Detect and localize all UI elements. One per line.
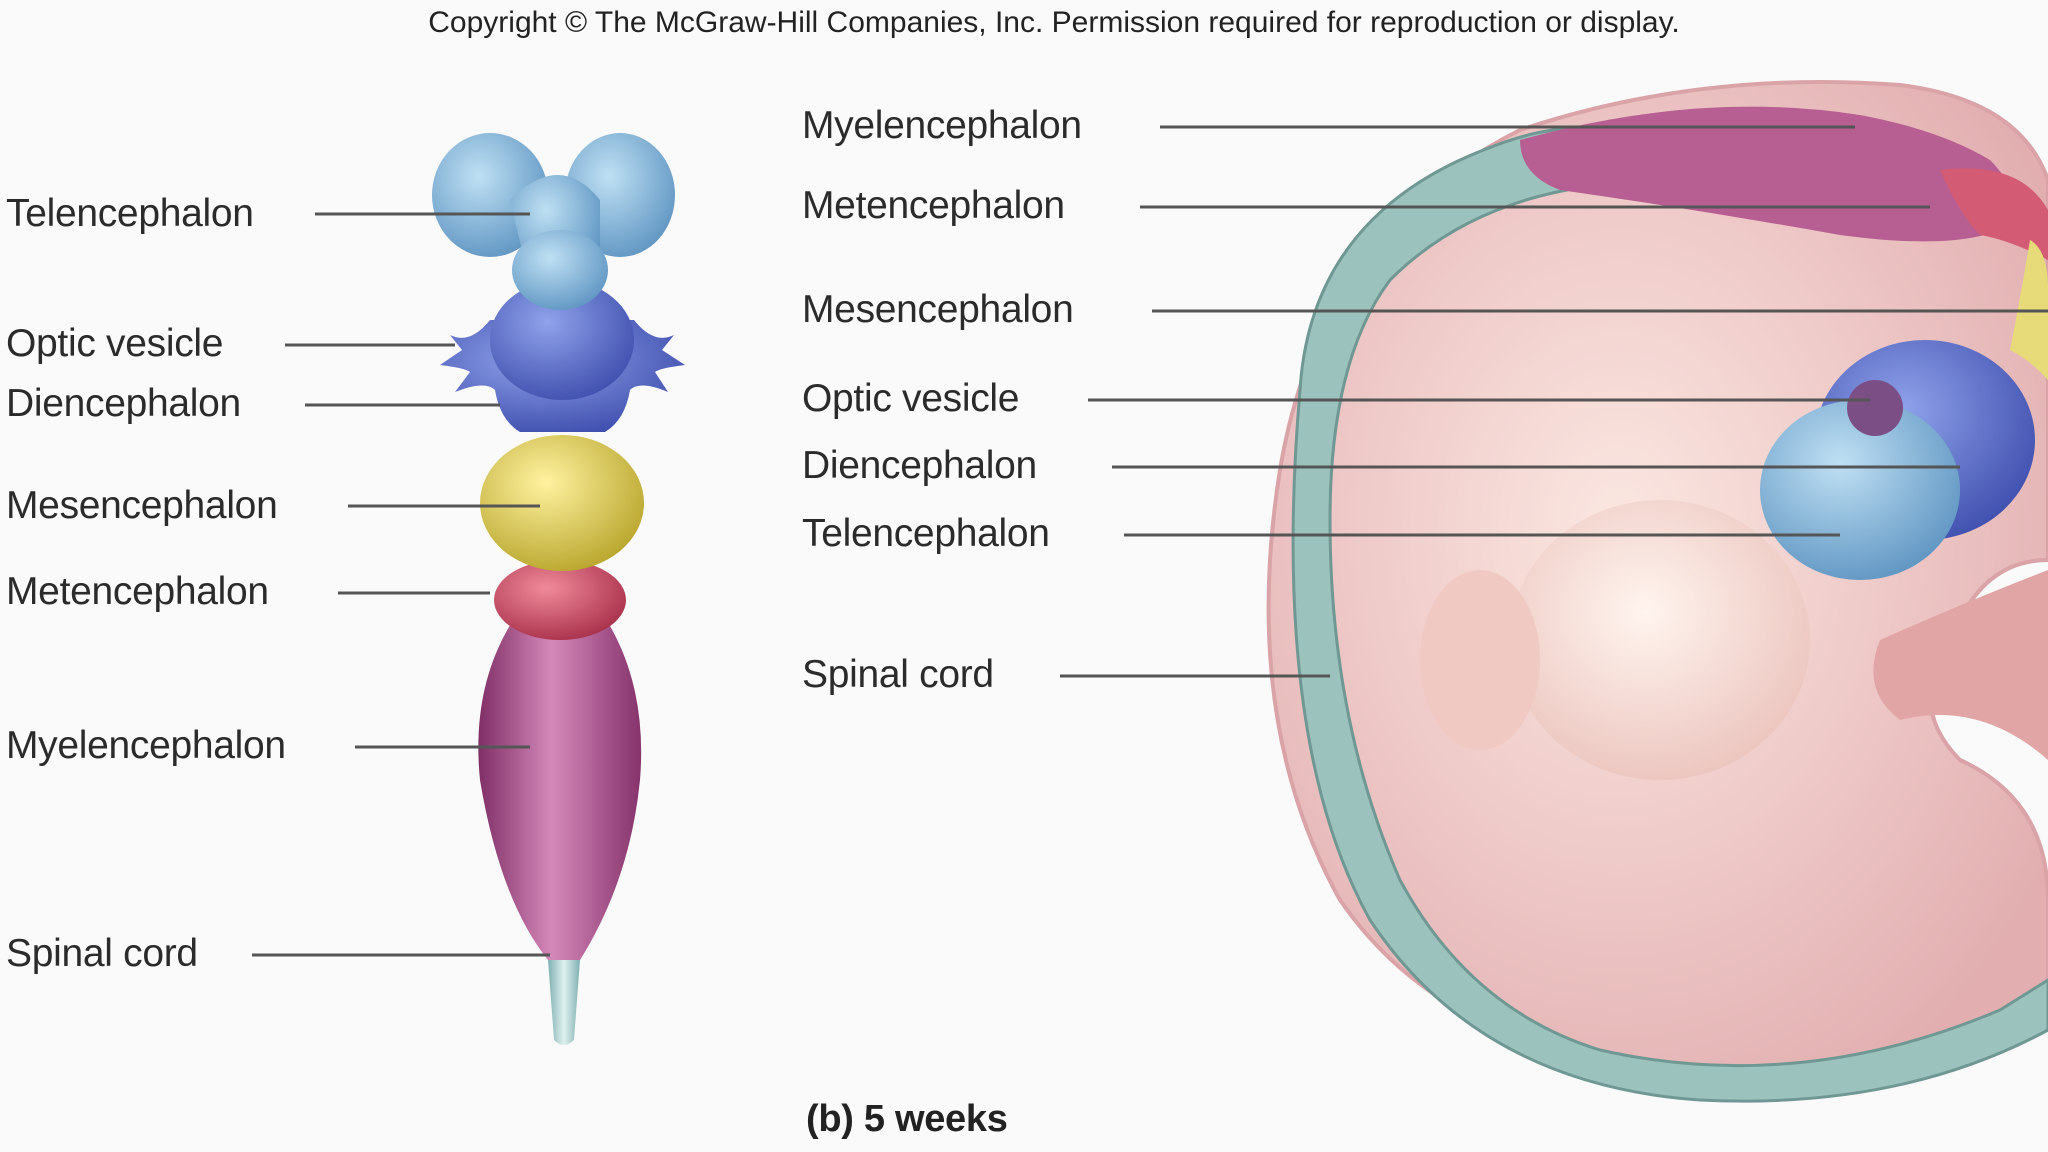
embryo-limb-bud [1420, 570, 1540, 750]
right-label-telencephalon: Telencephalon [802, 512, 1050, 555]
left-leader-lines [252, 212, 550, 957]
embryo-optic-vesicle [1847, 380, 1903, 436]
right-label-mesencephalon: Mesencephalon [802, 288, 1074, 331]
embryo-umbilical-stalk [1873, 570, 2048, 760]
right-label-spinal-cord: Spinal cord [802, 653, 994, 696]
embryo-metencephalon [1940, 168, 2048, 260]
neural-tube-spinal-cord [548, 960, 580, 1045]
right-label-metencephalon: Metencephalon [802, 184, 1065, 227]
embryo-heart-bulge [1510, 500, 1810, 780]
left-label-metencephalon: Metencephalon [6, 570, 269, 613]
left-label-optic-vesicle: Optic vesicle [6, 322, 224, 365]
embryo-diagram [1266, 80, 2048, 1103]
neural-tube-diagram [432, 133, 685, 1045]
right-leader-lines [1060, 125, 2048, 678]
right-label-diencephalon: Diencephalon [802, 444, 1037, 487]
left-label-spinal-cord: Spinal cord [6, 932, 198, 975]
left-label-diencephalon: Diencephalon [6, 382, 241, 425]
neural-tube-mesencephalon [480, 435, 644, 571]
neural-tube-metencephalon [494, 560, 626, 640]
left-label-mesencephalon: Mesencephalon [6, 484, 278, 527]
right-label-optic-vesicle: Optic vesicle [802, 377, 1020, 420]
left-label-telencephalon: Telencephalon [6, 192, 254, 235]
neural-tube-myelencephalon [478, 610, 642, 960]
figure-caption: (b) 5 weeks [806, 1098, 1008, 1140]
copyright-notice: Copyright © The McGraw-Hill Companies, I… [428, 6, 1680, 39]
left-label-myelencephalon: Myelencephalon [6, 724, 286, 767]
right-label-myelencephalon: Myelencephalon [802, 104, 1082, 147]
